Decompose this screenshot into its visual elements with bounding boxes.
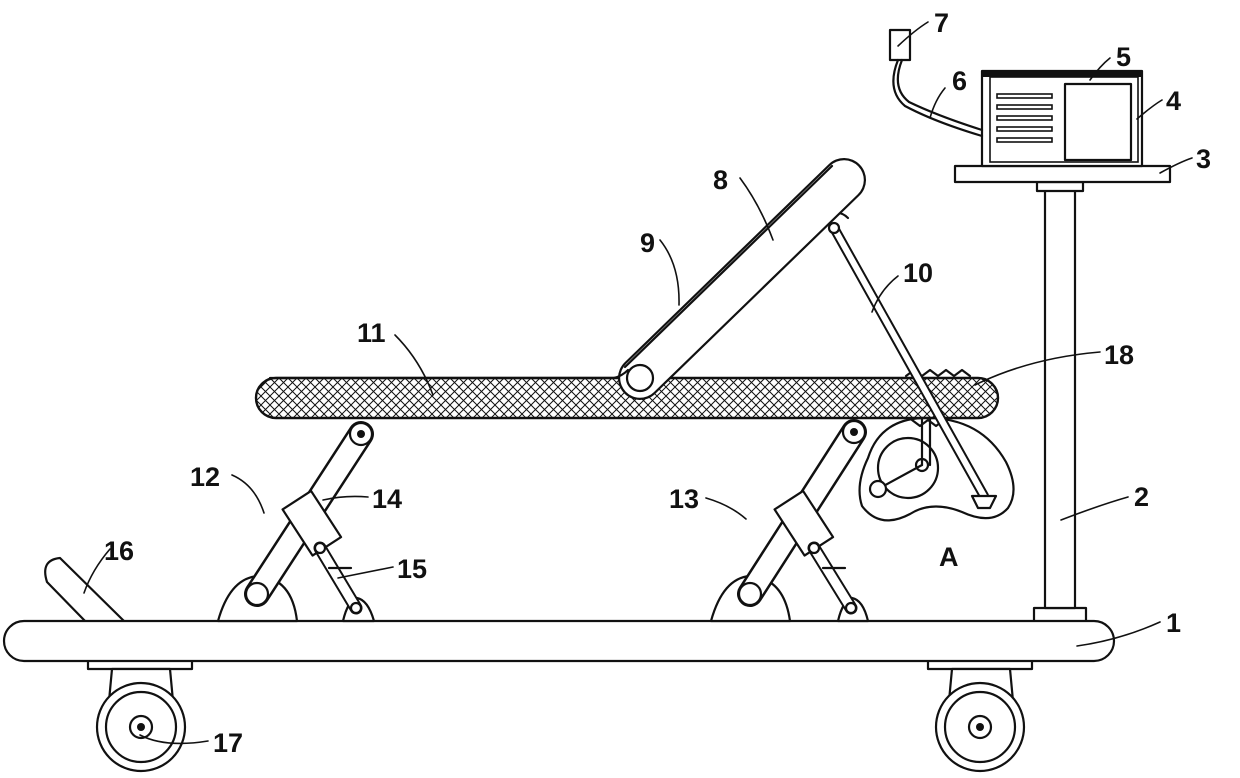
label-7: 7 bbox=[934, 8, 949, 38]
label-17: 17 bbox=[213, 728, 243, 758]
lift-mechanism-right bbox=[711, 421, 868, 621]
base-frame bbox=[4, 621, 1114, 661]
hydraulic-cylinder-right bbox=[809, 543, 856, 613]
label-10: 10 bbox=[903, 258, 933, 288]
label-12: 12 bbox=[190, 462, 220, 492]
plug-and-cable bbox=[890, 30, 982, 136]
backrest bbox=[270, 166, 848, 391]
control-box bbox=[982, 71, 1142, 166]
label-11: 11 bbox=[357, 318, 386, 348]
label-9: 9 bbox=[640, 228, 655, 258]
label-1: 1 bbox=[1166, 608, 1181, 638]
display-screen bbox=[1065, 84, 1131, 160]
label-14: 14 bbox=[372, 484, 402, 514]
label-4: 4 bbox=[1166, 86, 1181, 116]
label-detail-a: A bbox=[939, 542, 959, 572]
column bbox=[1034, 182, 1086, 622]
label-5: 5 bbox=[1116, 42, 1131, 72]
label-3: 3 bbox=[1196, 144, 1211, 174]
caster-right bbox=[928, 660, 1032, 771]
label-2: 2 bbox=[1134, 482, 1149, 512]
label-13: 13 bbox=[669, 484, 699, 514]
label-18: 18 bbox=[1104, 340, 1134, 370]
lift-mechanism-left bbox=[218, 423, 374, 621]
platform bbox=[955, 166, 1170, 182]
caster-left bbox=[88, 660, 192, 771]
label-16: 16 bbox=[104, 536, 134, 566]
label-8: 8 bbox=[713, 165, 728, 195]
label-15: 15 bbox=[397, 554, 427, 584]
label-6: 6 bbox=[952, 66, 967, 96]
